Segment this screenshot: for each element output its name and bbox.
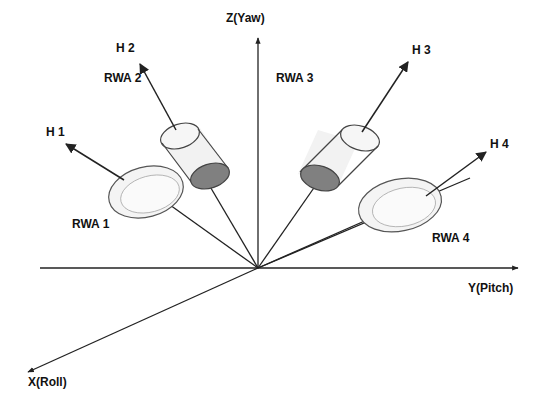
wheel-label: RWA 3 — [276, 72, 313, 85]
wheel-label: RWA 2 — [104, 72, 141, 85]
vector-label: H 4 — [490, 138, 509, 151]
vector-label: H 2 — [116, 42, 135, 55]
wheel-rwa1 — [103, 158, 189, 226]
axis-label: X(Roll) — [28, 376, 67, 389]
y-axis — [40, 267, 518, 268]
wheel-label: RWA 4 — [432, 232, 469, 245]
momentum-vectors — [66, 62, 486, 196]
z-axis — [257, 38, 258, 268]
axis-label: Y(Pitch) — [468, 282, 513, 295]
axis-label: Z(Yaw) — [226, 12, 265, 25]
axes — [28, 38, 518, 372]
wheel-rwa4 — [354, 171, 447, 239]
wheel-label: RWA 1 — [72, 218, 109, 231]
wheel-rwa3 — [297, 120, 382, 195]
vector-label: H 1 — [46, 126, 65, 139]
wheel-rwa2 — [157, 118, 232, 193]
vector-label: H 3 — [412, 44, 431, 57]
x-axis — [28, 268, 258, 372]
